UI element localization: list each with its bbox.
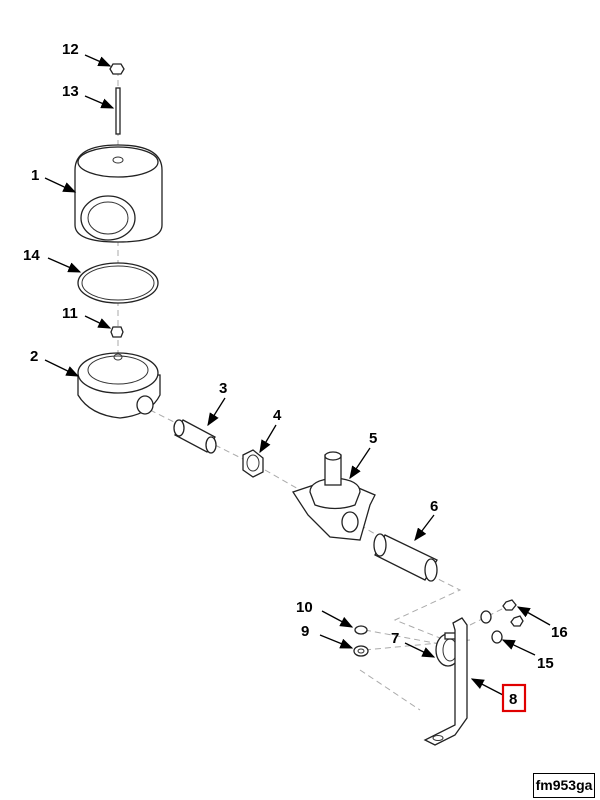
- part-12-nut: [109, 63, 125, 75]
- part-16-nut: [502, 599, 524, 627]
- callout-6: 6: [430, 498, 438, 515]
- part-10-nut: [354, 625, 368, 635]
- callout-14: 14: [23, 247, 40, 264]
- part-5-regulator: [291, 451, 376, 541]
- callout-1: 1: [31, 167, 39, 184]
- part-3-pipe-nipple: [173, 419, 217, 454]
- callout-7: 7: [391, 630, 399, 647]
- assembly-lines: [117, 70, 511, 711]
- part-11-nut: [110, 326, 124, 338]
- callout-8-highlight-box: [501, 683, 527, 713]
- callout-13: 13: [62, 83, 79, 100]
- callout-4: 4: [273, 407, 282, 424]
- callout-2: 2: [30, 348, 38, 365]
- callout-arrows: [44, 54, 551, 696]
- part-6-pipe-nipple: [373, 533, 438, 582]
- figure-id-label: fm953ga: [533, 773, 595, 798]
- part-2-regulator-base: [77, 352, 161, 419]
- callout-10: 10: [296, 599, 313, 616]
- part-15-washer: [480, 610, 503, 644]
- part-4-bushing: [242, 449, 264, 478]
- part-13-pin: [115, 87, 121, 135]
- callout-8: 8: [509, 691, 517, 708]
- callout-16: 16: [551, 624, 568, 641]
- part-8-bracket: [423, 617, 468, 746]
- part-9-washer: [353, 645, 369, 657]
- part-1-cover: [74, 144, 163, 243]
- callout-5: 5: [369, 430, 377, 447]
- callout-15: 15: [537, 655, 554, 672]
- part-14-gasket: [77, 262, 159, 304]
- callout-12: 12: [62, 41, 79, 58]
- callout-3: 3: [219, 380, 227, 397]
- callout-11: 11: [62, 305, 78, 322]
- callout-9: 9: [301, 623, 309, 640]
